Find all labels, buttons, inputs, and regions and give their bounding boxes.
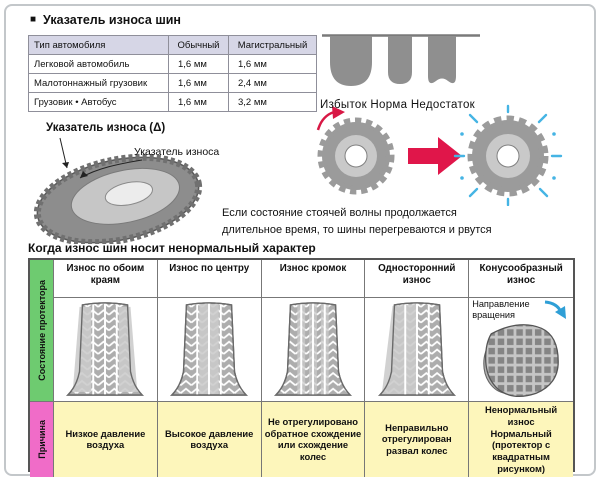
cause-line: Ненормальный износ [485,404,558,427]
cell-normal-value: 1,6 мм [168,73,229,93]
rotation-arrow-icon [316,110,335,131]
cell-normal-value: 1,6 мм [168,92,229,112]
rotation-direction-label: Направление вращения [472,299,530,320]
abnormal-wear-title: Когда износ шин носит ненормальный харак… [28,241,316,255]
wear-type-title: Односторонний износ [365,260,470,298]
cell-vehicle-type: Малотоннажный грузовик [28,73,169,93]
wear-type-title: Износ по центру [157,260,262,298]
tire-wear-indicator-illustration [33,137,203,244]
col-header-vehicle-type: Тип автомобиля [28,35,169,55]
col-header-highway: Магистральный [228,35,317,55]
coned-tire-image-cell: Направление вращения [469,298,573,402]
col-header-normal: Обычный [168,35,229,55]
tread-wear-center-illustration [170,302,249,396]
cause-cell: Не отрегулировано обратное схождение или… [261,402,366,477]
tread-wear-feathered-edges-illustration [274,302,352,396]
tread-image-cell [365,298,470,402]
blue-rotation-arrow-icon [544,300,566,319]
section-title-text: Указатель износа шин [43,13,181,27]
row-label-cause: Причина [30,402,54,477]
cell-vehicle-type: Легковой автомобиль [28,54,169,74]
tread-wear-both-edges-illustration [66,302,145,396]
inflation-caption: Избыток Норма Недостаток [320,99,475,111]
wear-type-title: Износ кромок [261,260,366,298]
cell-vehicle-type: Грузовик • Автобус [28,92,169,112]
red-arrow-icon [408,137,462,175]
rotation-direction-label-row: Направление вращения [472,299,571,321]
table-header-row: Тип автомобиля Обычный Магистральный [28,35,317,55]
cell-highway-value: 2,4 мм [228,73,317,93]
burst-dots-icon [460,132,556,180]
table-row: Малотоннажный грузовик 1,6 мм 2,4 мм [28,73,317,93]
wear-type-title: Износ по обоим краям [54,260,158,298]
abnormal-wear-table: Состояние протектора Причина Износ по об… [28,258,575,477]
square-bullet-icon: ■ [30,14,37,25]
tread-wear-one-side-illustration [377,302,456,396]
cause-cell: Низкое давление воздуха [54,402,158,477]
cause-cell: Ненормальный износ Нормальный (протектор… [469,402,573,477]
caption-line-2: длительное время, то шины перегреваются … [222,223,492,236]
row-label-tread-state: Состояние протектора [30,260,54,402]
cell-highway-value: 3,2 мм [228,92,317,112]
table-row: Грузовик • Автобус 1,6 мм 3,2 мм [28,92,317,112]
section-title: ■ Указатель износа шин [30,13,181,27]
wear-indicator-label: Указатель износа [134,146,220,158]
cell-normal-value: 1,6 мм [168,54,229,74]
cell-highway-value: 1,6 мм [228,54,317,74]
wear-indicator-delta-label: Указатель износа (Δ) [46,122,166,134]
table-row: Легковой автомобиль 1,6 мм 1,6 мм [28,54,317,74]
tread-image-cell [261,298,366,402]
standing-wave-caption: Если состояние стоячей волны продолжаетс… [222,205,492,238]
wear-limit-table: Тип автомобиля Обычный Магистральный Лег… [28,35,317,112]
cause-cell: Высокое давление воздуха [157,402,262,477]
tread-image-cell [157,298,262,402]
inflation-profiles-illustration [322,34,480,86]
cause-cell: Неправильно отрегулирован развал колес [365,402,470,477]
burst-marks-icon [453,104,563,206]
caption-line-1: Если состояние стоячей волны продолжаетс… [222,207,457,219]
cause-line: Нормальный [490,427,552,439]
coned-tire-illustration [483,324,559,398]
wear-type-title: Конусообразный износ [469,260,573,298]
tread-image-cell [54,298,158,402]
cause-line: (протектор с квадратным рисунком) [491,439,551,474]
standing-wave-illustration [316,104,563,206]
